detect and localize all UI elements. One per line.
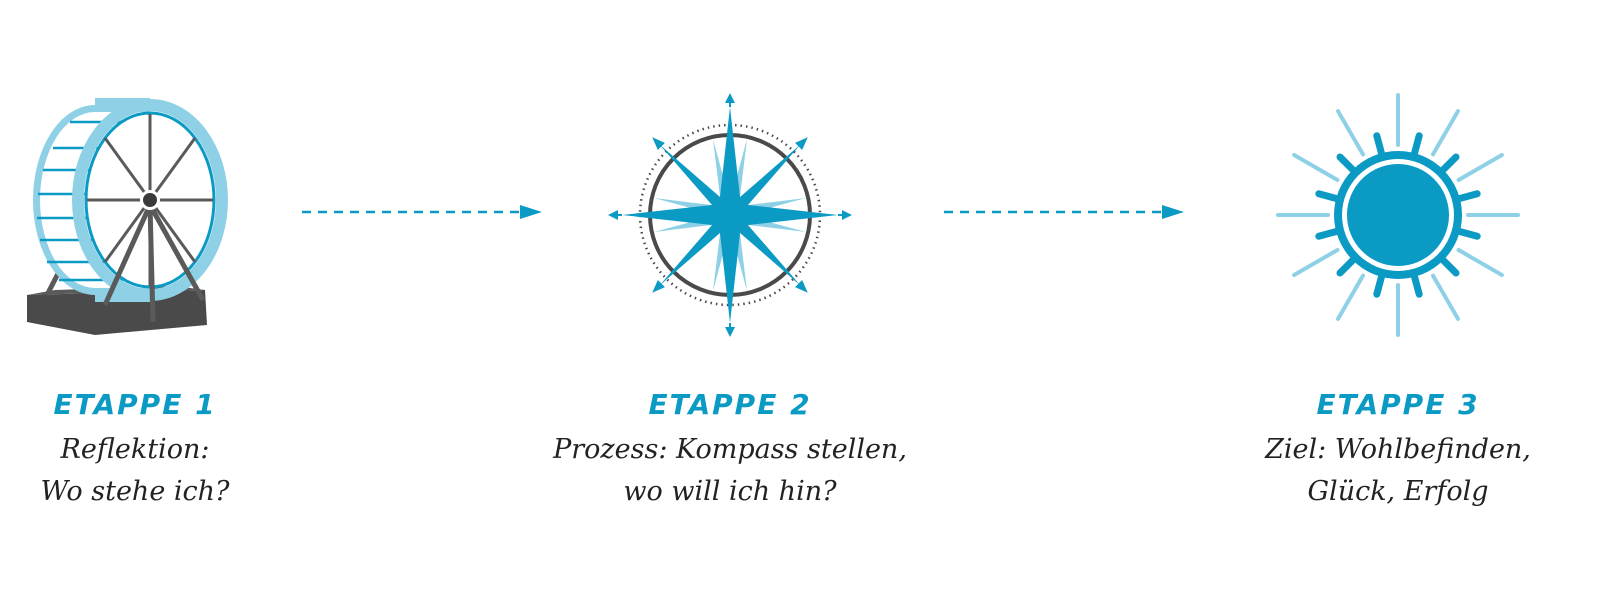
stage-3-line-1: Ziel: Wohlbefinden, [1265,434,1531,465]
stage-2: ETAPPE 2 Prozess: Kompass stellen, wo wi… [490,0,970,600]
dashed-arrow-1 [302,205,542,219]
stage-3-title: ETAPPE 3 [1316,388,1480,421]
stage-1-title: ETAPPE 1 [53,388,217,421]
stage-3-icon-wrap [1158,80,1600,350]
stage-3: ETAPPE 3 Ziel: Wohlbefinden, Glück, Erfo… [1158,0,1600,600]
stage-1: ETAPPE 1 Reflektion: Wo stehe ich? [0,0,375,600]
sun-short-ray [1373,271,1386,298]
sun-short-ray [1336,153,1358,175]
sun-short-ray [1315,227,1342,240]
sun-long-ray [1336,109,1365,157]
sun-short-ray [1336,255,1358,277]
sun-long-ray [1292,248,1340,277]
stage-1-line-2: Wo stehe ich? [40,476,230,507]
sun-long-ray [1456,248,1504,277]
stage-2-line-1: Prozess: Kompass stellen, [553,434,907,465]
sun-short-ray [1454,190,1481,203]
sun-icon [1276,93,1520,337]
compass-rose-icon [608,93,852,337]
dashed-arrow-2 [944,205,1184,219]
sun-short-ray [1438,255,1460,277]
sun-long-ray [1456,153,1504,182]
sun-short-ray [1438,153,1460,175]
sun-long-ray [1431,273,1460,321]
stage-3-line-2: Glück, Erfolg [1307,476,1489,507]
stage-1-icon-wrap [0,80,375,350]
stage-2-title: ETAPPE 2 [648,388,812,421]
sun-long-ray [1292,153,1340,182]
sun-long-ray [1431,109,1460,157]
stage-2-line-2: wo will ich hin? [623,476,837,507]
hamster-wheel-icon [27,98,228,335]
stage-2-icon-wrap [490,80,970,350]
stage-1-line-1: Reflektion: [60,434,210,465]
sun-short-ray [1315,190,1342,203]
sun-short-ray [1410,132,1423,159]
sun-short-ray [1454,227,1481,240]
sun-short-ray [1373,132,1386,159]
sun-long-ray [1336,273,1365,321]
sun-short-ray [1410,271,1423,298]
